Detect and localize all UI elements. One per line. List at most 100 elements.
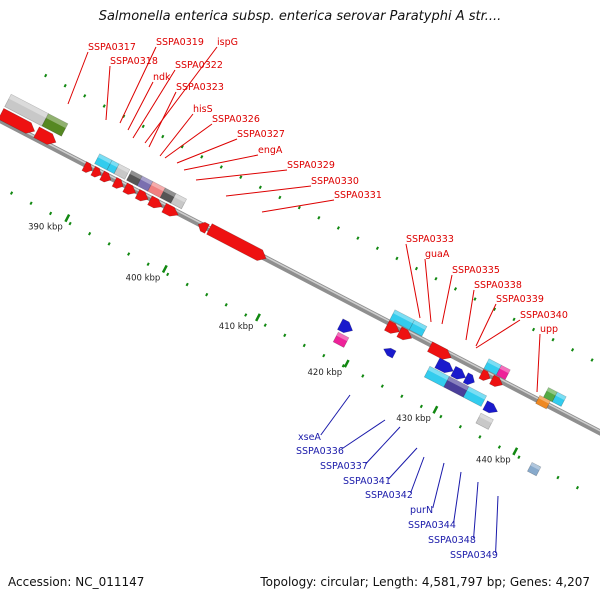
- accession-label: Accession: NC_011147: [8, 575, 145, 589]
- inner-tick: [439, 414, 443, 419]
- inner-tick: [127, 252, 131, 256]
- gene-label-SSPA0344: SSPA0344: [408, 520, 456, 531]
- reverse-gene: [383, 347, 397, 359]
- gene-label-SSPA0349-leader: [495, 495, 499, 554]
- cog-box: [535, 394, 551, 410]
- inner-tick: [49, 211, 53, 216]
- gene-label-guaA: guaA: [425, 249, 450, 260]
- outer-tick: [200, 155, 204, 159]
- tick-420-mark: [343, 359, 350, 368]
- inner-tick: [497, 445, 501, 449]
- inner-tick: [458, 424, 462, 429]
- gene-label-ispG-leader: [144, 46, 218, 144]
- outer-tick: [317, 215, 321, 220]
- forward-gene: [81, 161, 93, 173]
- gene-label-SSPA0326-leader: [164, 123, 213, 159]
- topology-label: Topology: circular; Length: 4,581,797 bp…: [260, 575, 590, 589]
- gene-label-SSPA0323-leader: [148, 91, 177, 148]
- gene-label-SSPA0327: SSPA0327: [237, 129, 285, 140]
- inner-tick: [166, 272, 170, 277]
- inner-tick: [361, 374, 365, 378]
- inner-tick: [380, 384, 384, 388]
- reverse-gene: [336, 318, 354, 334]
- cog-box: [551, 391, 567, 407]
- gene-label-engA: engA: [258, 145, 283, 156]
- outer-tick: [414, 266, 419, 271]
- outer-tick: [278, 195, 282, 200]
- outer-tick: [102, 104, 106, 108]
- outer-tick: [297, 205, 301, 210]
- tick-420-label: 420 kbp: [308, 368, 343, 378]
- outer-tick: [473, 297, 477, 301]
- gene-label-SSPA0331-leader: [261, 199, 335, 213]
- inner-tick: [302, 343, 306, 348]
- outer-tick: [453, 287, 458, 291]
- cog-box: [462, 386, 488, 407]
- inner-tick: [185, 282, 189, 287]
- outer-tick: [551, 337, 555, 342]
- reverse-gene: [462, 372, 475, 386]
- cog-box: [495, 364, 511, 381]
- cog-box: [41, 113, 69, 137]
- forward-gene: [134, 188, 149, 202]
- inner-tick: [107, 242, 111, 246]
- outer-tick: [395, 256, 399, 261]
- forward-gene: [122, 182, 137, 195]
- reverse-gene: [434, 357, 454, 374]
- gene-label-SSPA0335: SSPA0335: [452, 265, 500, 276]
- gene-label-upp-leader: [536, 333, 541, 393]
- forward-gene: [489, 374, 503, 387]
- outer-tick: [434, 276, 438, 281]
- inner-tick: [517, 455, 521, 460]
- gene-label-SSPA0339: SSPA0339: [496, 294, 544, 305]
- gene-label-engA-leader: [183, 154, 259, 171]
- inner-tick: [244, 313, 248, 317]
- forward-gene: [396, 326, 413, 341]
- outer-tick: [180, 144, 184, 149]
- gene-label-SSPA0317: SSPA0317: [88, 42, 136, 53]
- forward-gene: [426, 341, 452, 360]
- forward-gene: [478, 369, 491, 381]
- gene-label-upp: upp: [540, 324, 558, 335]
- gene-label-SSPA0338: SSPA0338: [474, 280, 522, 291]
- forward-gene: [0, 108, 36, 134]
- cog-box: [409, 319, 428, 337]
- forward-gene: [90, 165, 102, 178]
- gene-label-guaA-leader: [424, 258, 432, 323]
- gene-label-SSPA0319-leader: [119, 46, 157, 124]
- tick-440-mark: [512, 447, 519, 456]
- gene-label-SSPA0331: SSPA0331: [334, 190, 382, 201]
- outer-tick: [590, 358, 594, 362]
- gene-label-xseA: xseA: [298, 432, 321, 443]
- inner-tick: [556, 475, 560, 480]
- outer-tick: [336, 226, 340, 230]
- gene-label-SSPA0340: SSPA0340: [520, 310, 568, 321]
- tick-390-mark: [64, 214, 71, 223]
- gene-label-SSPA0341: SSPA0341: [343, 476, 391, 487]
- cog-box: [113, 163, 131, 180]
- forward-gene: [161, 202, 179, 217]
- gene-label-SSPA0333-leader: [405, 243, 421, 319]
- gene-label-ispG: ispG: [217, 37, 238, 48]
- inner-tick: [68, 221, 72, 226]
- gene-label-SSPA0323: SSPA0323: [176, 82, 224, 93]
- inner-tick: [400, 394, 404, 399]
- gene-label-SSPA0336: SSPA0336: [296, 446, 344, 457]
- forward-gene: [99, 170, 112, 183]
- forward-gene: [197, 221, 210, 234]
- cog-box: [147, 181, 166, 199]
- tick-430-label: 430 kbp: [396, 414, 431, 424]
- gene-label-SSPA0319: SSPA0319: [156, 37, 204, 48]
- cog-box: [4, 93, 49, 127]
- outer-tick: [570, 348, 575, 352]
- gene-label-SSPA0329: SSPA0329: [287, 160, 335, 171]
- gene-label-SSPA0329-leader: [195, 169, 288, 181]
- forward-gene: [206, 223, 267, 261]
- reverse-gene: [482, 400, 498, 414]
- gene-label-SSPA0342-leader: [410, 456, 425, 494]
- tick-440-label: 440 kbp: [476, 456, 511, 466]
- gene-label-SSPA0348: SSPA0348: [428, 535, 476, 546]
- outer-tick: [512, 317, 516, 322]
- gene-label-SSPA0330-leader: [225, 185, 312, 197]
